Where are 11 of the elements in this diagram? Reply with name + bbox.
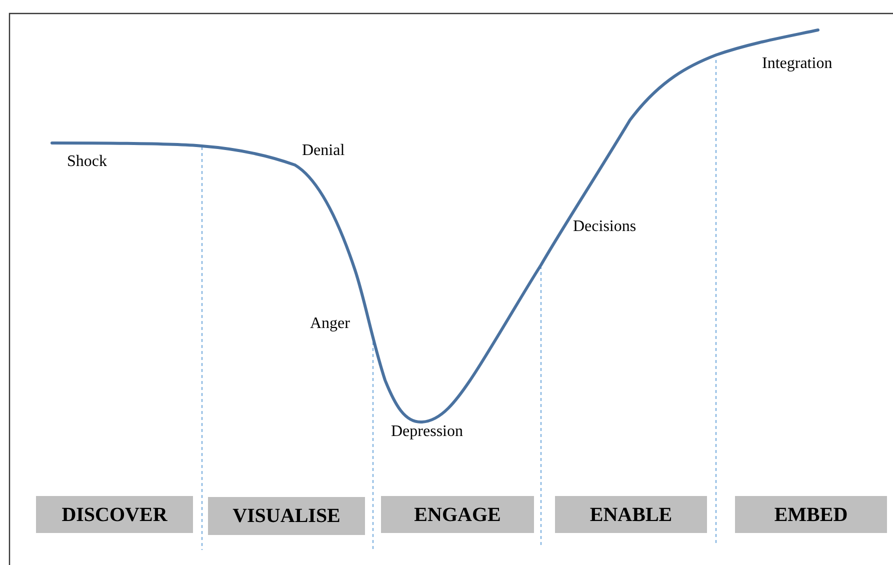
phase-box: ENGAGE: [381, 496, 534, 533]
stage-label: Depression: [391, 422, 463, 442]
stage-label: Anger: [310, 314, 350, 334]
stage-label: Decisions: [573, 217, 636, 237]
stage-label: Denial: [302, 141, 345, 161]
phase-box: VISUALISE: [208, 497, 365, 535]
phase-box: EMBED: [735, 496, 887, 533]
stage-label: Shock: [67, 152, 107, 172]
stage-label: Integration: [762, 54, 832, 74]
phase-box: ENABLE: [555, 496, 707, 533]
phase-box: DISCOVER: [36, 496, 193, 533]
